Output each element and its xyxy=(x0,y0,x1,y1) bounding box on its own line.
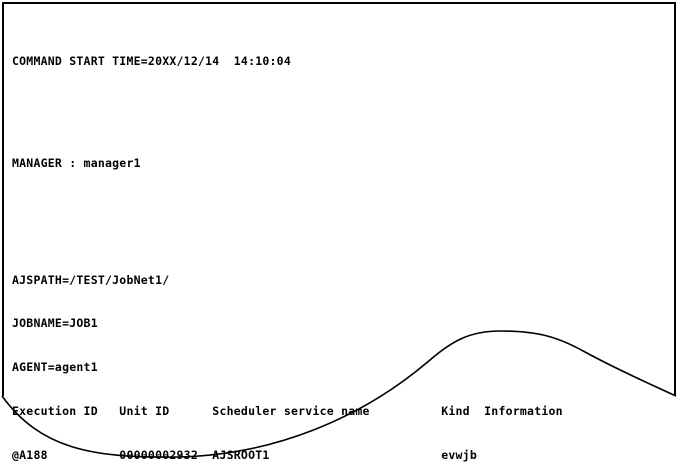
block-1-column-header-row: Execution ID Unit ID Scheduler service n… xyxy=(12,404,563,419)
block-1-data-row: @A188 00000002932 AJSROOT1 evwjb xyxy=(12,447,477,462)
log-text-body: COMMAND START TIME=20XX/12/14 14:10:04 M… xyxy=(12,10,662,464)
manager-line: MANAGER : manager1 xyxy=(12,155,141,170)
command-start-time-line: COMMAND START TIME=20XX/12/14 14:10:04 xyxy=(12,53,291,68)
spacer xyxy=(12,200,662,215)
block-1-ajspath-line: AJSPATH=/TEST/JobNet1/ xyxy=(12,272,170,287)
block-1-jobname-line: JOBNAME=JOB1 xyxy=(12,316,98,331)
frame-right-border xyxy=(674,2,676,396)
spacer xyxy=(12,98,662,113)
block-1-agent-line: AGENT=agent1 xyxy=(12,360,98,375)
frame-top-border xyxy=(2,2,676,4)
frame-left-border xyxy=(2,2,4,396)
